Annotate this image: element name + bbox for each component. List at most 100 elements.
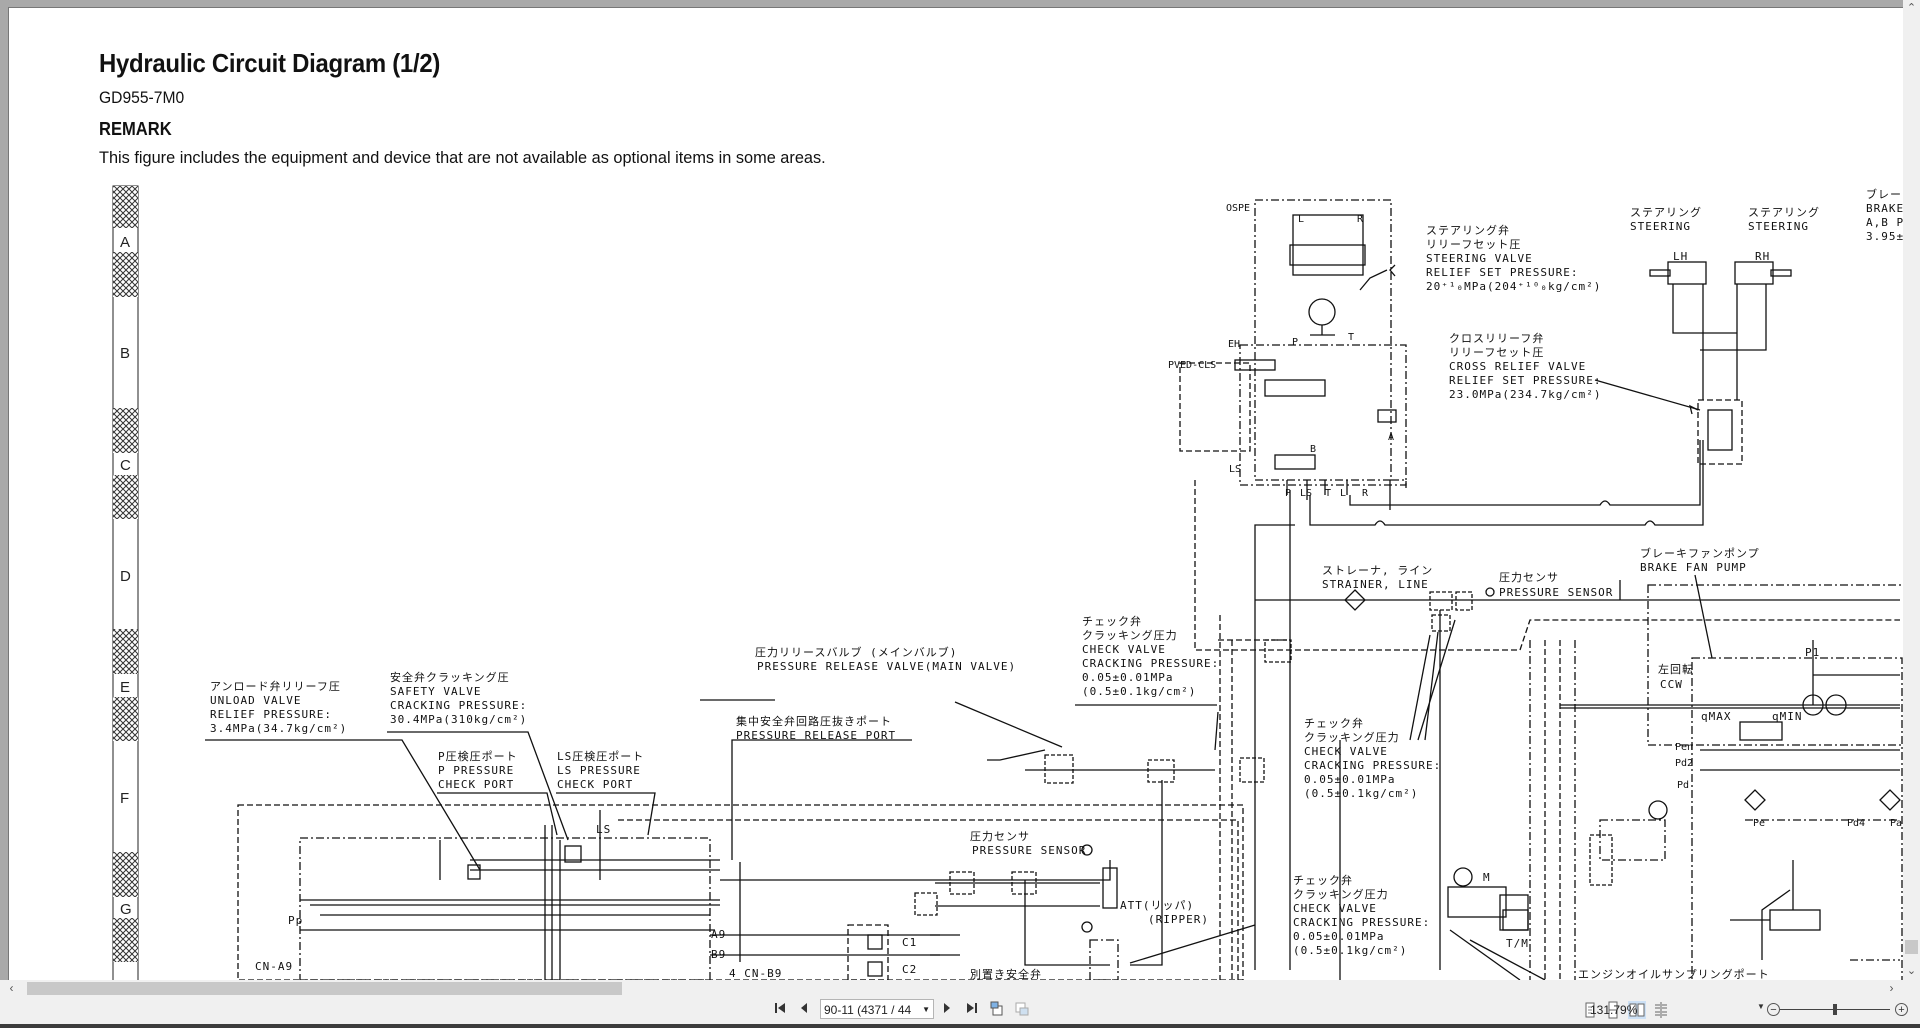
label-pressure-release-valve: 圧力リリースバルブ (メインバルブ) PRESSURE RELEASE VALV…	[755, 645, 1016, 673]
label-port-ls: LS	[1300, 488, 1312, 499]
document-viewport[interactable]: Hydraulic Circuit Diagram (1/2) GD955-7M…	[0, 0, 1903, 980]
label-qmin: qMIN	[1772, 710, 1803, 723]
svg-text:アンロード弁リリーフ圧: アンロード弁リリーフ圧	[210, 679, 341, 693]
svg-text:30.4MPa(310kg/cm²): 30.4MPa(310kg/cm²)	[390, 713, 527, 726]
svg-text:クロスリリーフ弁: クロスリリーフ弁	[1449, 331, 1544, 345]
scroll-left-icon[interactable]: ‹	[9, 981, 14, 995]
prev-page-icon[interactable]	[795, 1001, 813, 1019]
diagram-labels: OSPE L R T P EH PVED-CLS LS B A P LS T L…	[210, 187, 1903, 980]
svg-text:3.4MPa(34.7kg/cm²): 3.4MPa(34.7kg/cm²)	[210, 722, 347, 735]
svg-text:CHECK PORT: CHECK PORT	[438, 778, 514, 791]
zoom-level[interactable]: 131.79%	[1590, 1003, 1638, 1017]
remark-heading: REMARK	[99, 119, 172, 139]
label-engine-oil-port: エンジンオイルサンプリングポート	[1578, 967, 1770, 980]
label-cross-relief-valve: クロスリリーフ弁 リリーフセット圧 CROSS RELIEF VALVE REL…	[1449, 331, 1601, 401]
next-view-icon[interactable]	[1013, 1001, 1031, 1019]
svg-text:CRACKING PRESSURE:: CRACKING PRESSURE:	[1304, 759, 1441, 772]
label-port-a: A	[1388, 432, 1394, 443]
svg-text:(0.5±0.1kg/cm²): (0.5±0.1kg/cm²)	[1293, 944, 1407, 957]
svg-text:ブレーキ: ブレーキ	[1866, 187, 1903, 201]
svg-text:CRACKING PRESSURE:: CRACKING PRESSURE:	[1293, 916, 1430, 929]
svg-text:チェック弁: チェック弁	[1293, 873, 1353, 887]
zoom-out-icon[interactable]: −	[1767, 1003, 1780, 1016]
svg-text:SAFETY VALVE: SAFETY VALVE	[390, 685, 481, 698]
continuous-facing-view-icon[interactable]	[1652, 1001, 1670, 1019]
label-check-valve-2: チェック弁 クラッキング圧力 CHECK VALVE CRACKING PRES…	[1304, 716, 1441, 800]
horizontal-scroll-thumb[interactable]	[27, 982, 622, 995]
label-cn-b9: 4 CN-B9	[729, 967, 782, 980]
label-pd4: Pd4	[1847, 818, 1865, 829]
last-page-icon[interactable]	[962, 1001, 980, 1019]
label-safety-valve: 安全弁クラッキング圧 SAFETY VALVE CRACKING PRESSUR…	[390, 670, 527, 726]
horizontal-scrollbar[interactable]: ‹ ›	[0, 980, 1903, 997]
label-tm: T/M	[1506, 937, 1529, 950]
label-c1: C1	[902, 936, 917, 949]
svg-text:チェック弁: チェック弁	[1304, 716, 1364, 730]
label-separate-safety-valve: 別置き安全弁	[970, 967, 1042, 980]
scroll-down-icon[interactable]: ⌄	[1906, 965, 1917, 977]
label-port-b: B	[1310, 444, 1316, 455]
svg-text:CRACKING PRESSURE:: CRACKING PRESSURE:	[390, 699, 527, 712]
remark-text: This figure includes the equipment and d…	[99, 148, 826, 167]
previous-view-icon[interactable]	[989, 1001, 1007, 1019]
label-ospe: OSPE	[1226, 203, 1250, 214]
facing-view-icon[interactable]	[1628, 1001, 1646, 1019]
page-number-select[interactable]: 90-11 (4371 / 44 ▼	[820, 999, 934, 1019]
label-cn-b9-backing	[727, 965, 791, 979]
label-unload-valve: アンロード弁リリーフ圧 UNLOAD VALVE RELIEF PRESSURE…	[210, 679, 347, 735]
label-ccw: 左回転 CCW	[1658, 663, 1693, 691]
svg-text:P圧検圧ポート: P圧検圧ポート	[438, 749, 518, 763]
label-port-l-top: L	[1298, 214, 1304, 225]
label-pressure-release-port: 集中安全弁回路圧抜きポート PRESSURE RELEASE PORT	[736, 714, 895, 742]
svg-text:BRAKE FAN PUMP: BRAKE FAN PUMP	[1640, 561, 1747, 574]
label-pd: Pd	[1677, 780, 1689, 791]
hydraulic-circuit-diagram: A B C D E F G	[112, 185, 1903, 980]
label-strainer: ストレーナ, ライン STRAINER, LINE	[1322, 564, 1432, 591]
svg-text:ステアリング弁: ステアリング弁	[1426, 223, 1510, 237]
label-p-check-port: P圧検圧ポート P PRESSURE CHECK PORT	[438, 749, 518, 791]
next-page-icon[interactable]	[938, 1001, 956, 1019]
model-number: GD955-7M0	[99, 88, 185, 107]
continuous-view-icon[interactable]	[1604, 1001, 1622, 1019]
svg-text:RELIEF SET PRESSURE:: RELIEF SET PRESSURE:	[1449, 374, 1601, 387]
label-att-ripper: ATT(リッパ) (RIPPER)	[1120, 899, 1208, 926]
vertical-scroll-thumb[interactable]	[1905, 940, 1918, 954]
zoom-in-icon[interactable]: +	[1895, 1003, 1908, 1016]
svg-text:LS圧検圧ポート: LS圧検圧ポート	[557, 749, 644, 763]
zone-label-a: A	[120, 234, 130, 251]
scrollbar-corner	[1903, 980, 1920, 997]
label-check-valve-3: チェック弁 クラッキング圧力 CHECK VALVE CRACKING PRES…	[1293, 873, 1430, 957]
svg-text:安全弁クラッキング圧: 安全弁クラッキング圧	[390, 670, 510, 684]
single-page-view-icon[interactable]	[1581, 1001, 1599, 1019]
label-p1: P1	[1805, 646, 1820, 659]
zoom-slider-thumb[interactable]	[1833, 1004, 1837, 1015]
zone-label-g: G	[120, 901, 132, 918]
svg-text:ブレーキファンポンプ: ブレーキファンポンプ	[1640, 546, 1760, 560]
svg-text:LS PRESSURE: LS PRESSURE	[557, 764, 641, 777]
document-page	[8, 7, 1903, 980]
first-page-icon[interactable]	[772, 1001, 790, 1019]
svg-text:クラッキング圧力: クラッキング圧力	[1082, 628, 1178, 642]
svg-text:UNLOAD VALVE: UNLOAD VALVE	[210, 694, 301, 707]
svg-text:STEERING VALVE: STEERING VALVE	[1426, 252, 1533, 265]
scroll-right-icon[interactable]: ›	[1889, 981, 1894, 995]
svg-text:PRESSURE SENSOR: PRESSURE SENSOR	[972, 844, 1086, 857]
svg-text:ステアリング: ステアリング	[1748, 205, 1820, 219]
svg-text:20⁺¹₀MPa(204⁺¹⁰₀kg/cm²): 20⁺¹₀MPa(204⁺¹⁰₀kg/cm²)	[1426, 280, 1601, 293]
svg-text:CCW: CCW	[1660, 678, 1683, 691]
label-steering-lh: ステアリング STEERING LH	[1630, 205, 1701, 263]
page-number-value: 90-11 (4371 / 44	[824, 1003, 912, 1017]
scroll-up-icon[interactable]: ⌃	[1906, 2, 1917, 14]
svg-text:23.0MPa(234.7kg/cm²): 23.0MPa(234.7kg/cm²)	[1449, 388, 1601, 401]
label-port-t: T	[1348, 332, 1354, 343]
label-a9: A9	[711, 928, 726, 941]
zoom-dropdown-icon[interactable]: ▼	[1757, 1002, 1765, 1011]
label-ls-check-port: LS圧検圧ポート LS PRESSURE CHECK PORT	[557, 749, 644, 791]
svg-text:リリーフセット圧: リリーフセット圧	[1449, 346, 1544, 359]
svg-text:圧力センサ: 圧力センサ	[1499, 571, 1559, 584]
vertical-scrollbar[interactable]: ⌃ ⌄	[1903, 0, 1920, 980]
label-steering-valve: ステアリング弁 リリーフセット圧 STEERING VALVE RELIEF S…	[1426, 223, 1601, 293]
label-check-valve-1: チェック弁 クラッキング圧力 CHECK VALVE CRACKING PRES…	[1082, 614, 1218, 698]
svg-text:PRESSURE RELEASE VALVE(MAIN VA: PRESSURE RELEASE VALVE(MAIN VALVE)	[757, 660, 1016, 673]
label-port-p-mid: P	[1292, 337, 1298, 348]
